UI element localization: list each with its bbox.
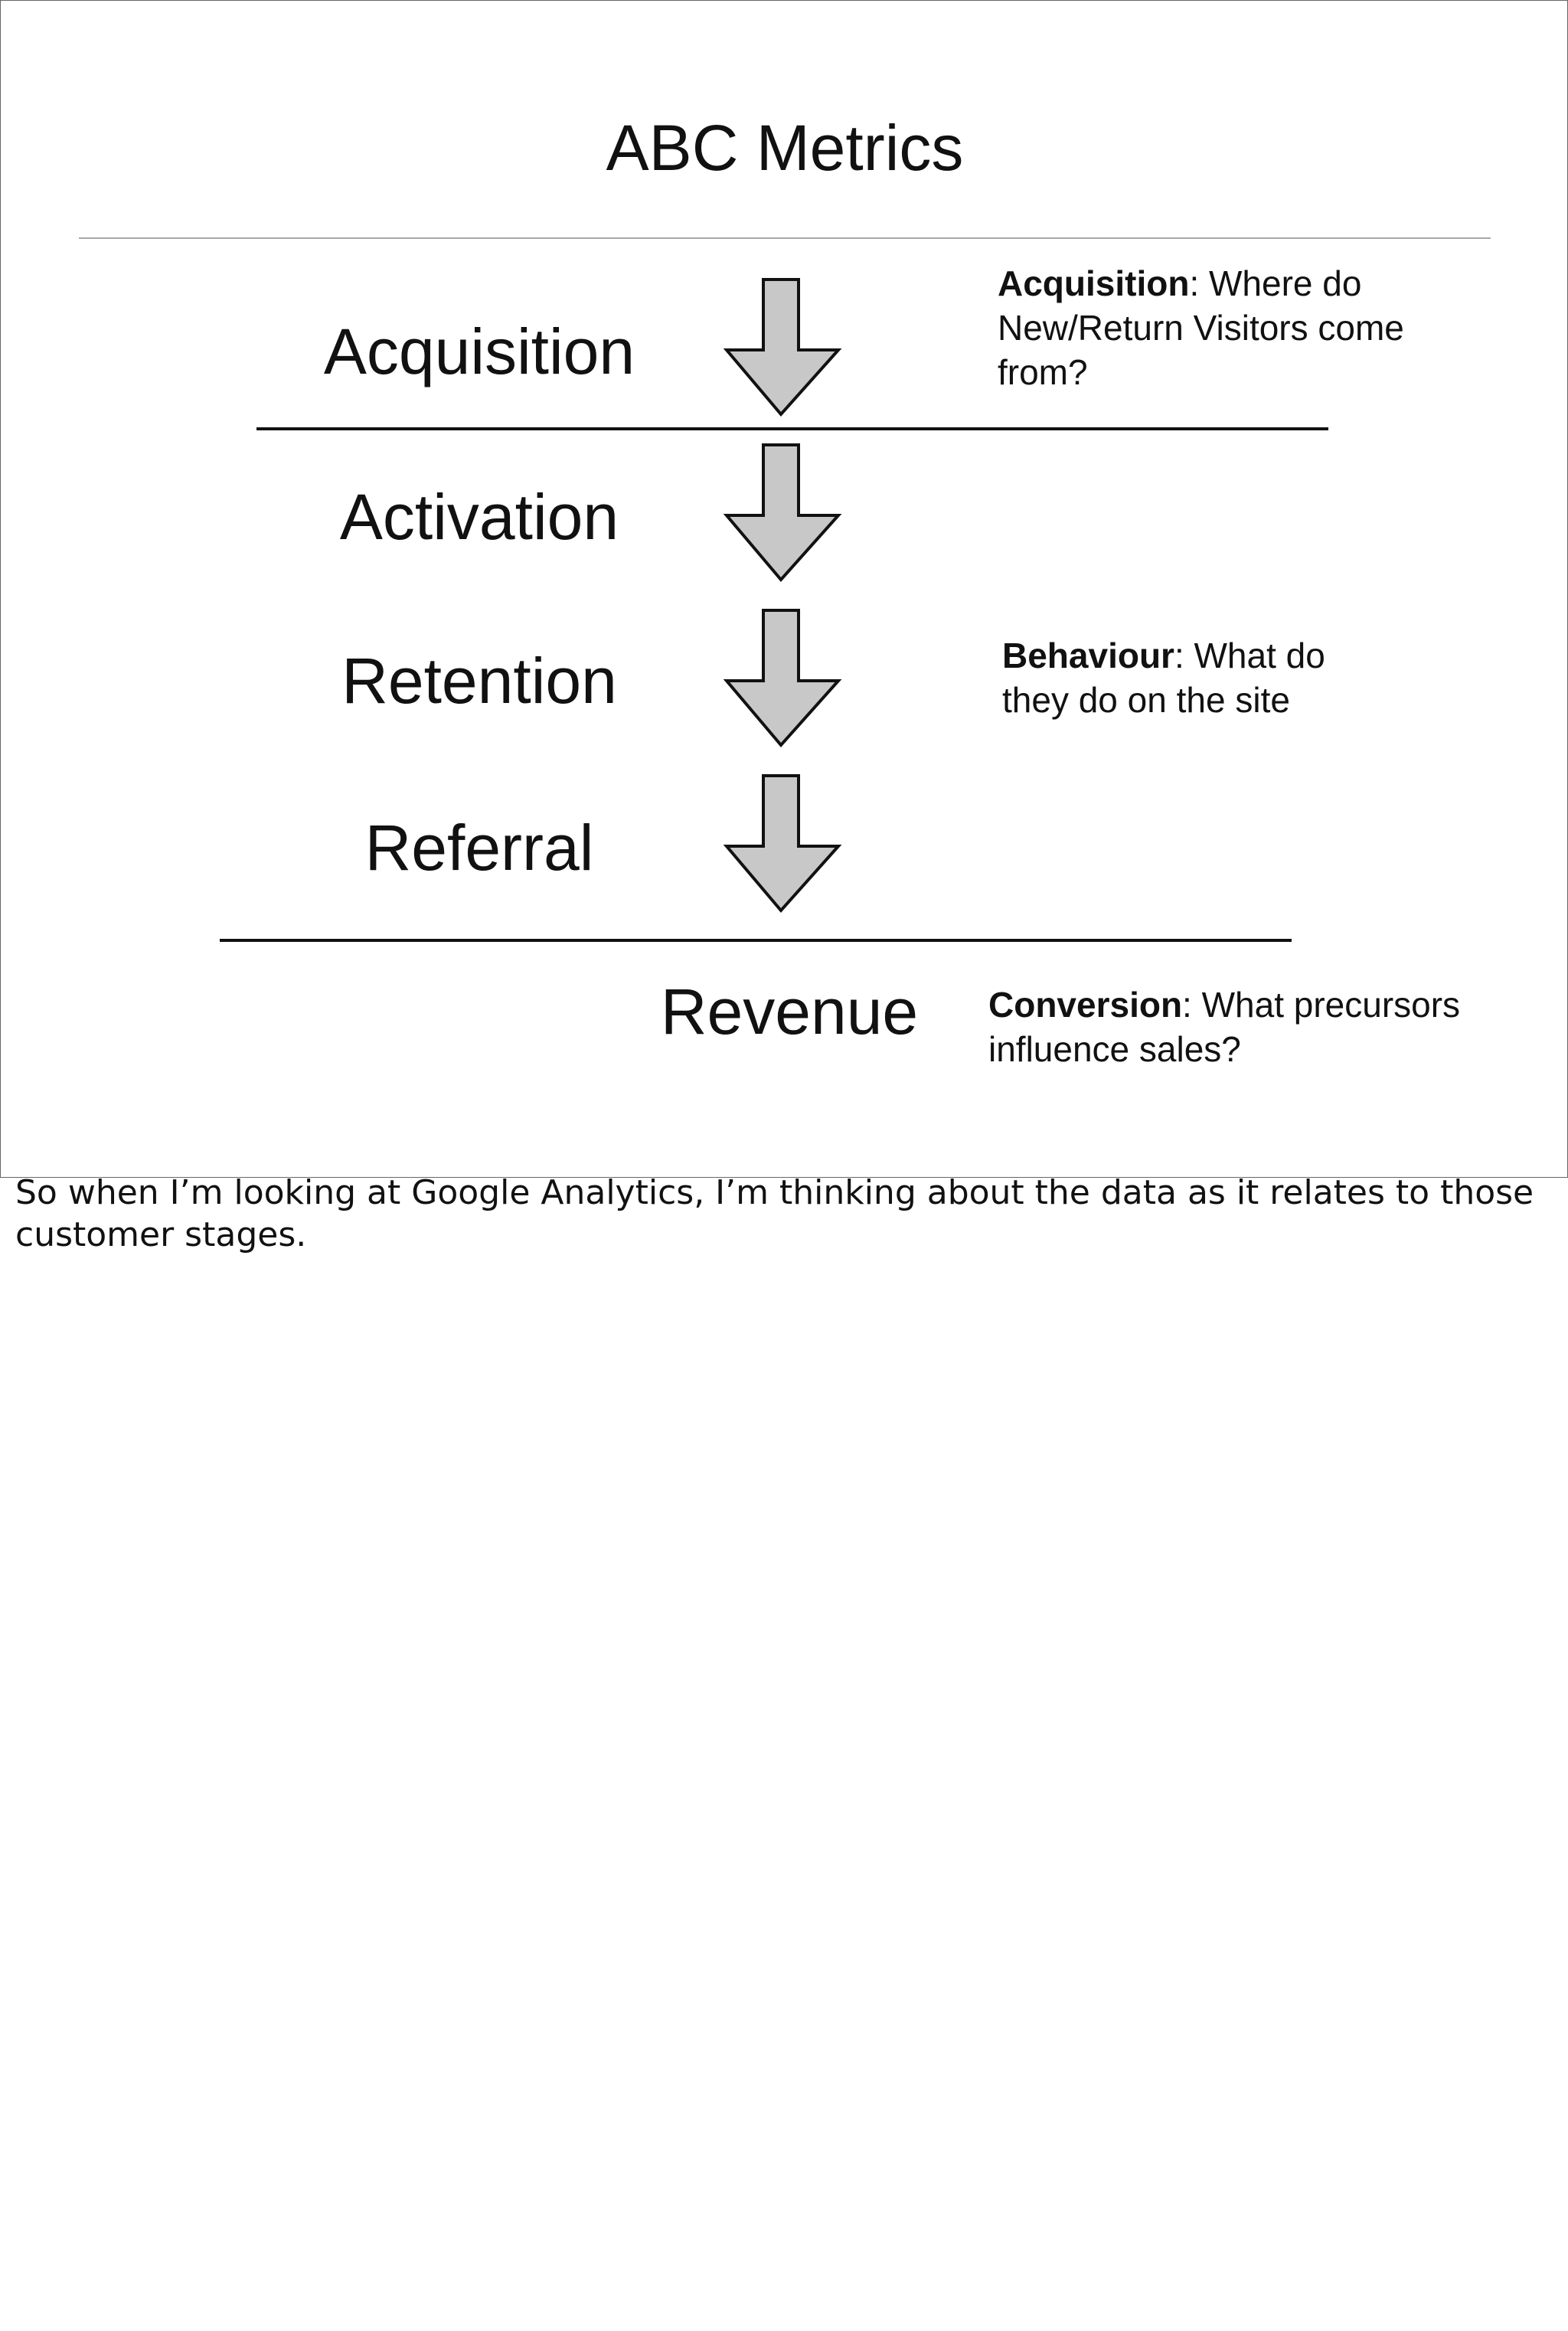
down-arrow-icon [724, 278, 842, 417]
down-arrow-icon [724, 443, 842, 583]
acquisition-note-term: Acquisition [998, 263, 1190, 303]
stage-retention: Retention [341, 645, 617, 717]
stage-activation: Activation [339, 481, 619, 553]
slide-title: ABC Metrics [606, 112, 964, 184]
stage-acquisition: Acquisition [323, 315, 635, 387]
conversion-note-text: : What precursors influence sales? [988, 985, 1461, 1069]
referral-divider [220, 939, 1292, 942]
down-arrow-icon [724, 609, 842, 748]
acquisition-divider [256, 427, 1328, 430]
behaviour-note-term: Behaviour [1002, 636, 1174, 675]
acquisition-note-text: : Where do New/Return Visitors come from… [998, 263, 1404, 392]
conversion-note: Conversion: What precursors influence sa… [988, 982, 1517, 1071]
speaker-notes-caption: So when I’m looking at Google Analytics,… [15, 1173, 1534, 1254]
down-arrow-icon [724, 774, 842, 914]
slide: ABC Metrics Acquisition Activation Reten… [0, 0, 1568, 1178]
behaviour-note: Behaviour: What do they do on the site [1002, 633, 1362, 722]
behaviour-note-text: : What do they do on the site [1002, 636, 1325, 720]
title-divider [79, 237, 1491, 239]
conversion-note-term: Conversion [988, 985, 1183, 1025]
stage-referral: Referral [364, 812, 594, 884]
stage-revenue: Revenue [660, 976, 919, 1048]
acquisition-note: Acquisition: Where do New/Return Visitor… [998, 261, 1457, 394]
